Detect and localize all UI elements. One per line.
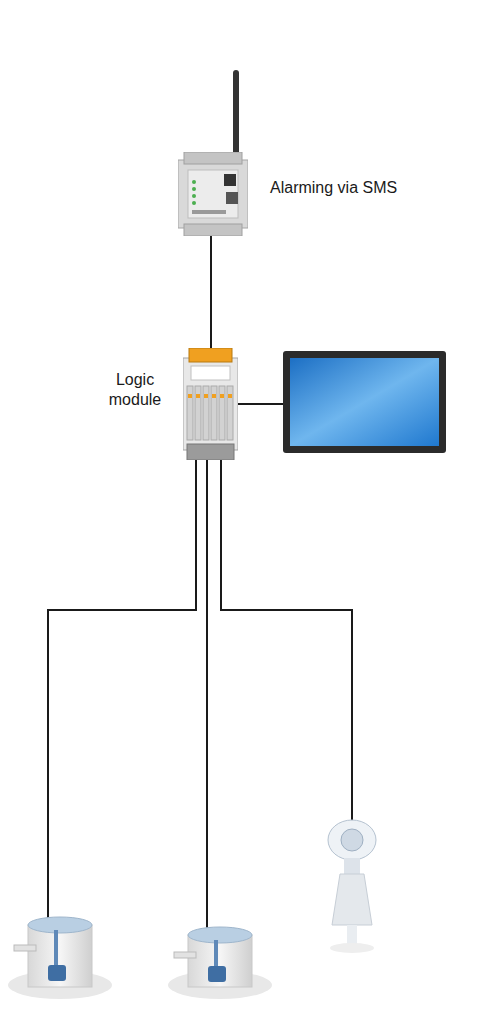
wire — [206, 460, 208, 930]
level-sensor — [328, 820, 376, 953]
device-label: Logic module — [103, 370, 167, 410]
modem-device — [178, 152, 248, 236]
device-label: Alarming via SMS — [270, 178, 470, 198]
wire — [48, 460, 196, 922]
antenna — [233, 70, 239, 156]
wire — [221, 460, 352, 822]
wires — [48, 404, 352, 930]
wire — [238, 403, 283, 405]
logic-device — [183, 348, 238, 460]
connector — [210, 236, 212, 348]
logic-module: Logic module — [183, 348, 238, 460]
pump-station — [8, 917, 112, 999]
pump-station — [168, 927, 272, 999]
display — [283, 351, 446, 453]
sms-modem: Alarming via SMS — [178, 152, 248, 236]
